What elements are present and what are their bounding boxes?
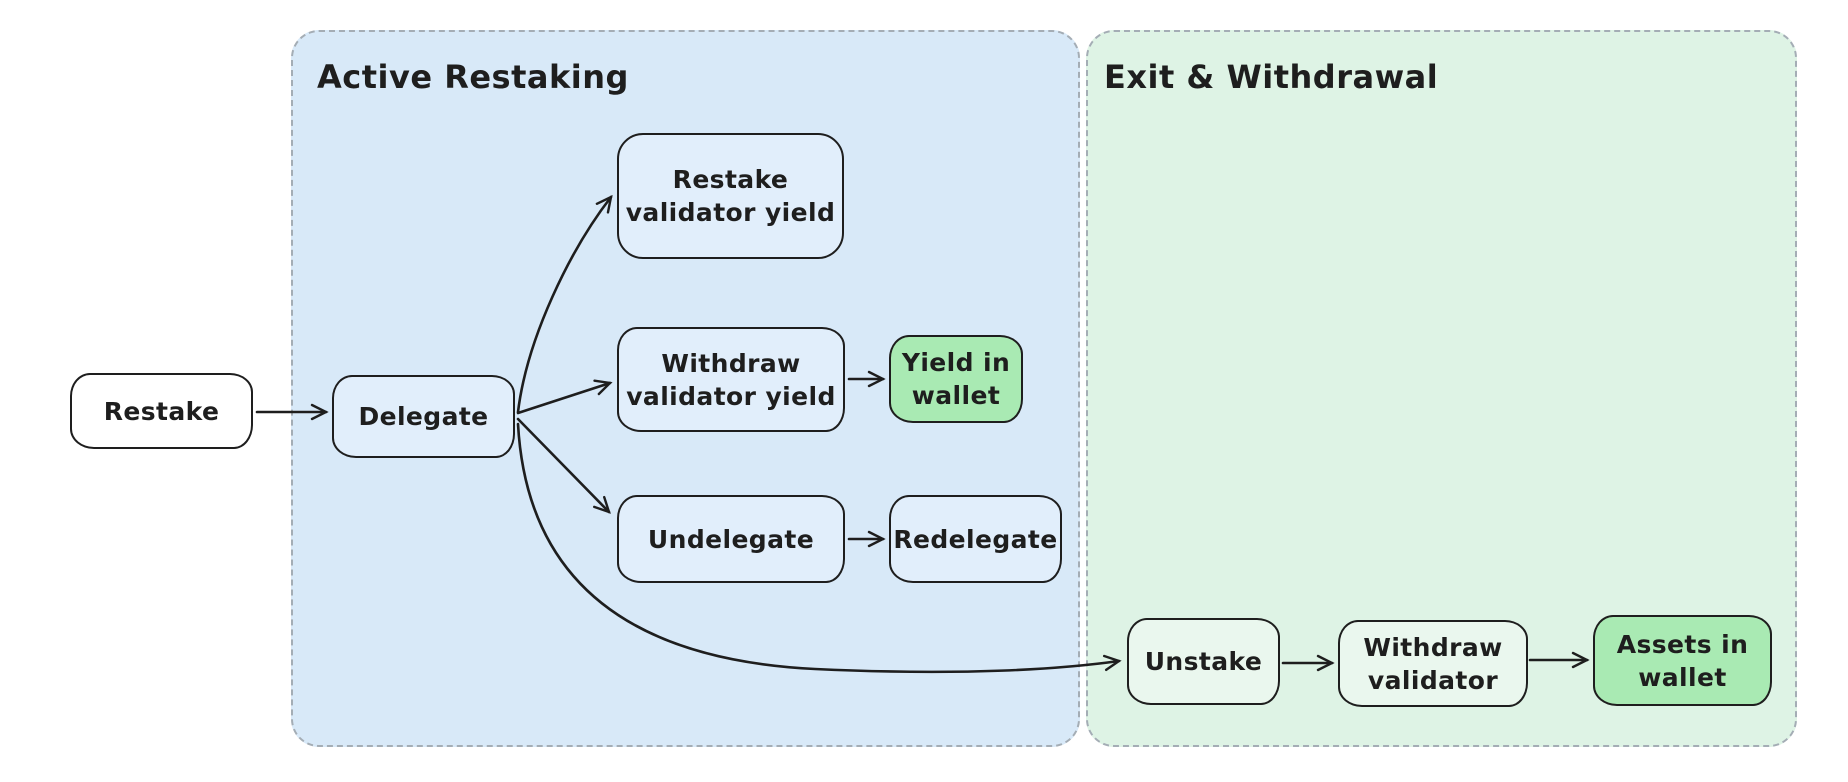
node-delegate: Delegate [332, 375, 515, 458]
node-undelegate: Undelegate [617, 495, 845, 583]
node-assets-in-wallet: Assets in wallet [1593, 615, 1772, 706]
section-title-exit-withdrawal: Exit & Withdrawal [1104, 58, 1439, 96]
node-restake: Restake [70, 373, 253, 449]
node-redelegate: Redelegate [889, 495, 1062, 583]
node-restake-validator-yield: Restake validator yield [617, 133, 844, 259]
section-title-active-restaking: Active Restaking [317, 58, 629, 96]
node-withdraw-validator-yield: Withdraw validator yield [617, 327, 845, 432]
node-withdraw-validator: Withdraw validator [1338, 620, 1528, 707]
node-unstake: Unstake [1127, 618, 1280, 705]
node-yield-in-wallet: Yield in wallet [889, 335, 1023, 423]
